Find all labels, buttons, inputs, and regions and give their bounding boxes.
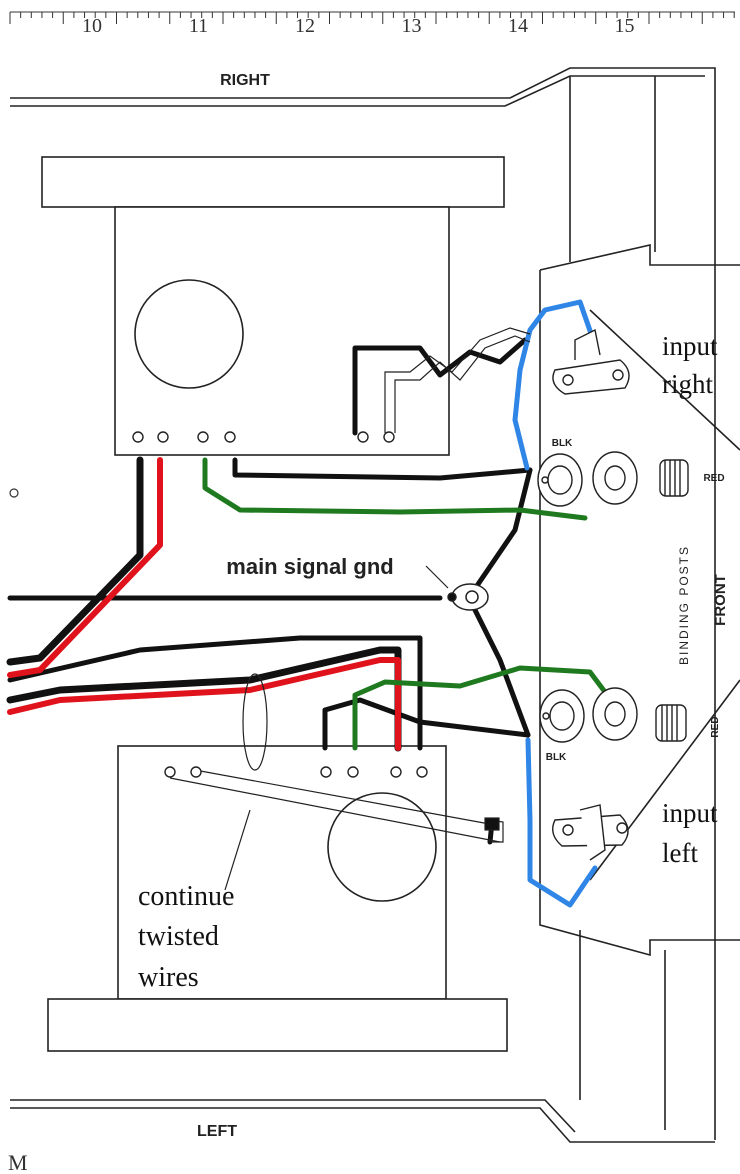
- ruler-number: 13: [402, 15, 422, 37]
- corner-mark: M: [8, 1150, 28, 1174]
- right-side-label: RIGHT: [220, 72, 270, 89]
- lower-transformer-terminals: [164, 766, 428, 778]
- ruler: 10 11 12 13 14 15: [9, 11, 735, 37]
- lower-transformer: [47, 745, 508, 1052]
- twisted-pair-upper: [384, 327, 531, 433]
- chassis-hole: [9, 488, 19, 498]
- note-line2: twisted: [138, 921, 219, 952]
- red-label-upper: RED: [703, 473, 724, 484]
- upper-transformer: [41, 156, 505, 456]
- input-jack-right: [552, 328, 630, 395]
- front-panel: [539, 243, 740, 957]
- note-line1: continue: [138, 881, 234, 912]
- input-right-label-line1: input: [662, 331, 718, 361]
- ruler-number: 15: [615, 15, 635, 37]
- binding-post-upper-black: [537, 453, 583, 507]
- input-right-label-line2: right: [662, 369, 713, 399]
- ruler-number: 11: [189, 15, 208, 37]
- binding-posts-label: BINDING POSTS: [677, 545, 691, 665]
- red-black-pairs: [6, 456, 402, 752]
- blk-label-lower: BLK: [546, 752, 567, 763]
- front-label: FRONT: [712, 574, 729, 626]
- ruler-number: 14: [508, 15, 528, 37]
- ground-lug: [447, 583, 489, 611]
- ruler-number: 12: [295, 15, 315, 37]
- main-signal-gnd-pointer: [425, 565, 449, 589]
- binding-post-lower-red: [592, 687, 687, 742]
- blue-wires: [512, 299, 598, 908]
- upper-transformer-terminals: [132, 431, 395, 443]
- green-wires: [202, 457, 608, 751]
- binding-post-lower-black: [539, 689, 585, 743]
- left-side-label: LEFT: [197, 1123, 237, 1140]
- input-left-label-line1: input: [662, 798, 718, 828]
- blk-label-upper: BLK: [552, 438, 573, 449]
- input-left-label-line2: left: [662, 838, 698, 868]
- note-line3: wires: [138, 962, 199, 993]
- binding-post-upper-red: [592, 451, 689, 505]
- input-jack-left: [552, 804, 629, 861]
- ruler-number: 10: [82, 15, 102, 37]
- red-label-lower: RED: [710, 716, 721, 737]
- chassis-outline: [10, 67, 716, 1143]
- main-signal-gnd-label: main signal gnd: [226, 554, 393, 579]
- black-wires: [7, 337, 533, 845]
- twisted-pair-lower: [169, 673, 504, 891]
